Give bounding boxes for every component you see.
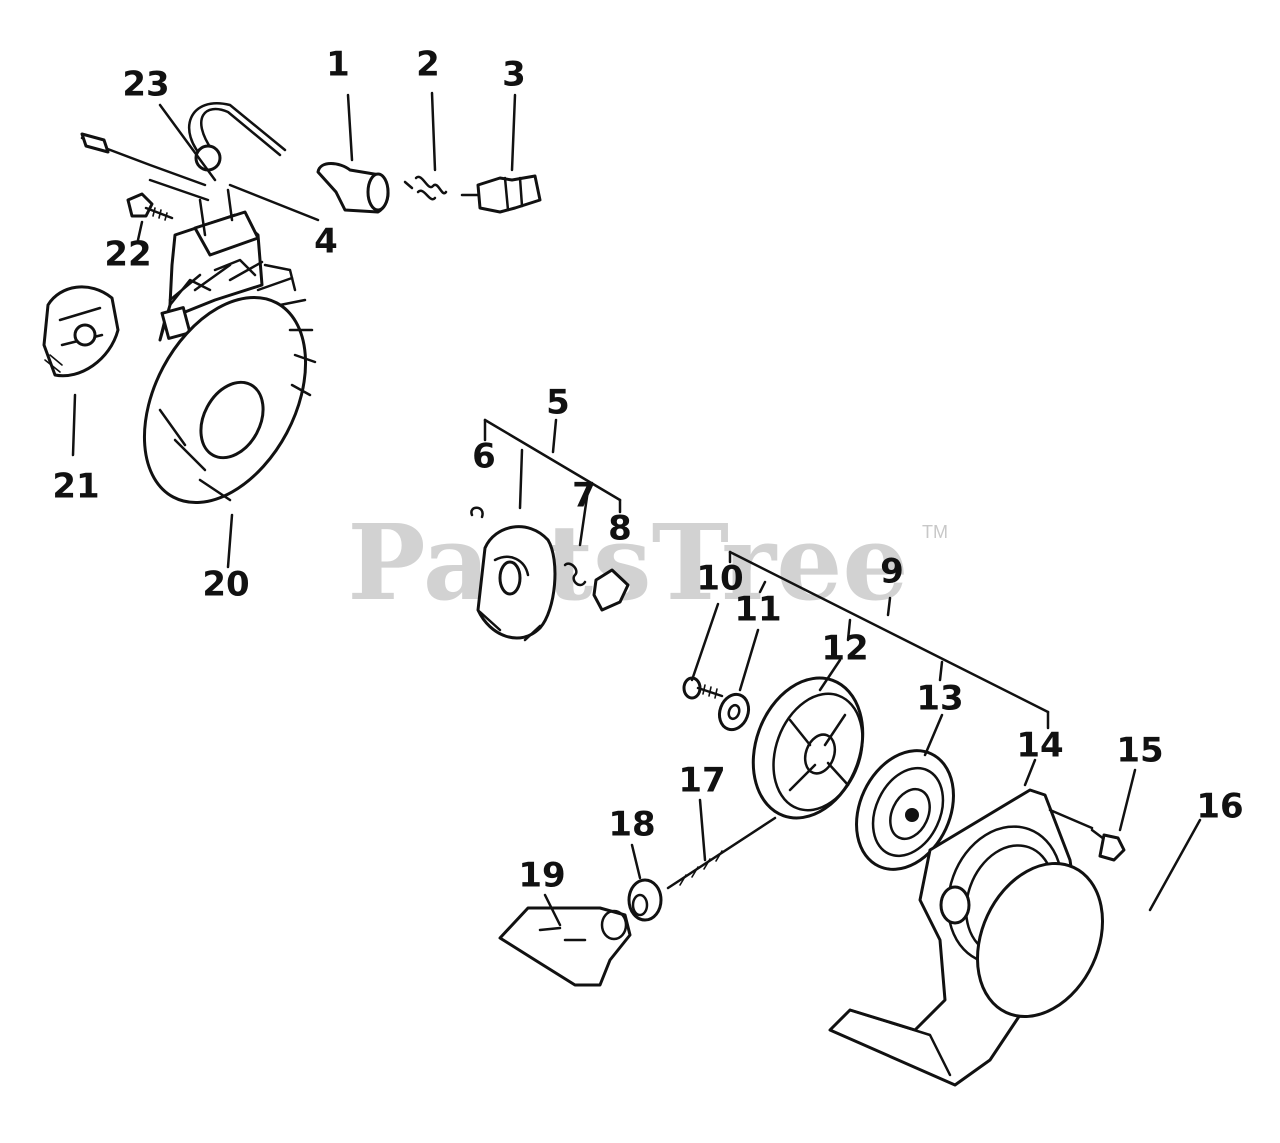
part-number-7: 7 (572, 476, 596, 516)
starter-handle-part-19[interactable] (498, 906, 632, 987)
part-number-2: 2 (416, 45, 440, 85)
spring-part-2[interactable] (403, 175, 448, 201)
starter-rope-part-17[interactable] (666, 816, 777, 890)
part-number-10: 10 (696, 559, 743, 599)
part-number-15: 15 (1116, 731, 1163, 771)
part-number-23: 23 (122, 65, 169, 105)
watermark-trademark: TM (922, 522, 948, 542)
part-number-18: 18 (608, 805, 655, 845)
recoil-spring-part-13[interactable] (838, 735, 972, 885)
ignition-coil-part[interactable] (80, 102, 287, 342)
part-number-22: 22 (104, 235, 151, 275)
watermark-text: PartsTree (347, 501, 908, 624)
cover-plate-part-16[interactable] (954, 843, 1127, 1037)
part-number-6: 6 (472, 437, 496, 477)
flywheel-part-20[interactable] (112, 258, 339, 530)
part-number-21: 21 (52, 467, 99, 507)
screw-part-10[interactable] (682, 676, 724, 700)
part-number-11: 11 (734, 590, 781, 630)
part-number-16: 16 (1196, 787, 1243, 827)
part-number-labels: 1 2 3 4 5 6 7 8 9 10 11 12 13 14 15 16 1… (52, 45, 1243, 896)
part-number-3: 3 (502, 55, 526, 95)
part-number-5: 5 (546, 383, 570, 423)
plug-cap-part-1[interactable] (316, 162, 390, 214)
part-number-1: 1 (326, 45, 350, 85)
part-number-17: 17 (678, 761, 725, 801)
part-number-19: 19 (518, 856, 565, 896)
part-number-4: 4 (314, 222, 338, 262)
part-number-9: 9 (880, 552, 904, 592)
bolt-part-22[interactable] (126, 192, 174, 221)
spark-plug-part-3[interactable] (460, 174, 542, 214)
part-number-20: 20 (202, 565, 249, 605)
part-number-13: 13 (916, 679, 963, 719)
part-number-14: 14 (1016, 726, 1063, 766)
part-number-12: 12 (821, 629, 868, 669)
bolt-part-15[interactable] (1090, 828, 1126, 862)
clutch-assembly-part-5[interactable] (470, 506, 630, 642)
leader-lines (71, 91, 1202, 927)
pulley-part-12[interactable] (735, 663, 882, 834)
clutch-shoe-part-21[interactable] (42, 285, 120, 378)
grip-insert-part-18[interactable] (627, 878, 663, 922)
part-number-8: 8 (608, 509, 632, 549)
washer-part-11[interactable] (715, 690, 754, 733)
